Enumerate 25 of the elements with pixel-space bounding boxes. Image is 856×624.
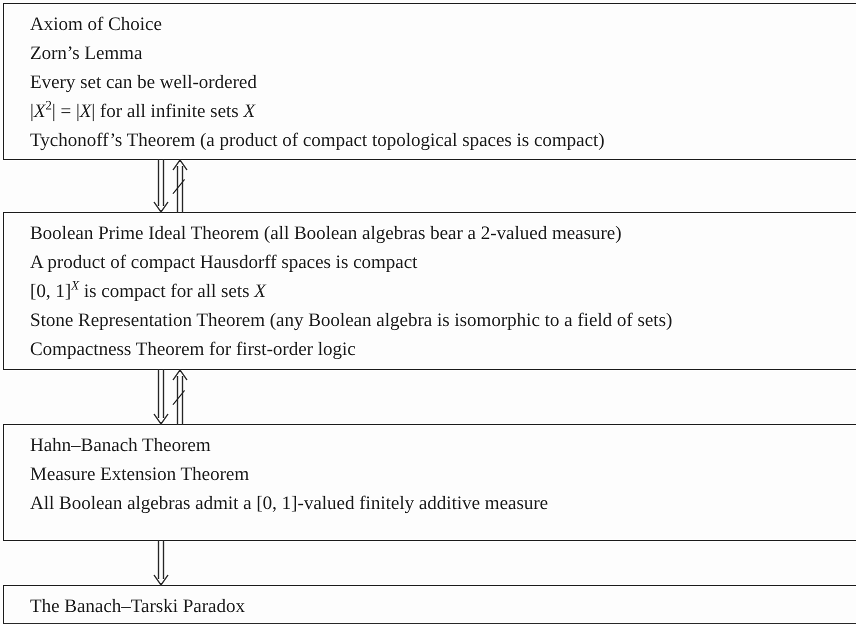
statement-text: Zorn’s Lemma	[30, 42, 142, 66]
negation-stroke: /	[170, 384, 186, 412]
statement-text: Axiom of Choice	[30, 13, 162, 37]
implication-arrow	[153, 540, 169, 586]
statement-text: All Boolean algebras admit a [0, 1]-valued finitely additive measure	[30, 492, 548, 516]
statement-box	[3, 424, 856, 541]
statement-text: Hahn–Banach Theorem	[30, 434, 211, 458]
statement-text: Compactness Theorem for first-order logic	[30, 338, 356, 362]
statement-text: [0, 1]$^{X}$ is compact for all sets X	[30, 277, 266, 304]
statement-box	[3, 585, 856, 624]
statement-text: A product of compact Hausdorff spaces is compact	[30, 251, 418, 275]
statement-text: |X$^{2}$| = |X| for all infinite sets X	[30, 97, 256, 124]
implication-arrow	[172, 369, 188, 425]
statement-text: Measure Extension Theorem	[30, 463, 250, 487]
implication-arrow	[172, 159, 188, 213]
statement-text: Tychonoff’s Theorem (a product of compact topological spaces is compact)	[30, 129, 605, 153]
statement-text: Stone Representation Theorem (any Boolean algebra is isomorphic to a field of sets)	[30, 309, 672, 333]
statement-text: The Banach–Tarski Paradox	[30, 595, 245, 619]
negation-stroke: /	[170, 174, 186, 200]
statement-box	[3, 3, 856, 160]
statement-text: Every set can be well-ordered	[30, 71, 257, 95]
implication-arrow	[153, 369, 169, 425]
implication-arrow	[153, 159, 169, 213]
statement-text: Boolean Prime Ideal Theorem (all Boolean algebras bear a 2-valued measure)	[30, 222, 622, 246]
statement-box	[3, 212, 856, 370]
